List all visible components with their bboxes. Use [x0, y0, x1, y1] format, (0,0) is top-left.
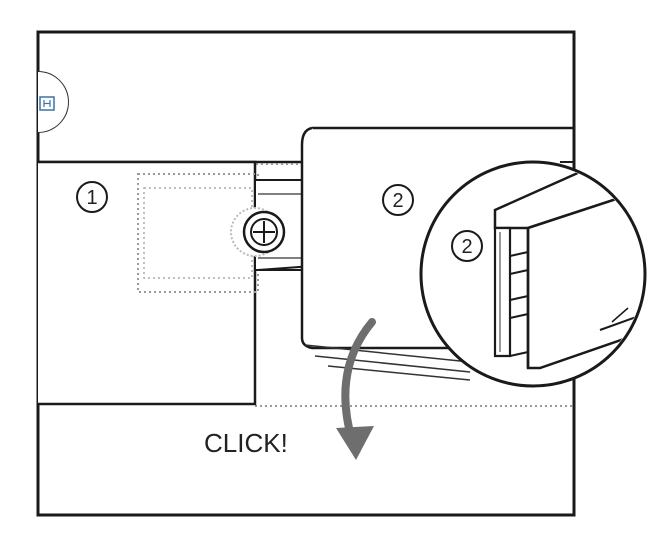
hidden-insert-inner [143, 187, 253, 279]
part-one-block [38, 160, 257, 406]
partial-callout-icon [37, 71, 69, 133]
part-one-number: 1 [86, 187, 97, 209]
part-two-number: 2 [392, 190, 403, 212]
part-two-number-badge: 2 [382, 184, 414, 216]
hidden-insert-outline [137, 173, 259, 293]
screw-head-icon [230, 207, 286, 257]
curved-arrow-icon [336, 318, 376, 460]
part-two-detail-number-badge: 2 [451, 230, 483, 262]
part-one-number-badge: 1 [76, 181, 108, 213]
part-two-detail-number: 2 [461, 236, 472, 258]
detail-magnifier [419, 160, 647, 388]
click-label: CLICK! [204, 428, 288, 458]
